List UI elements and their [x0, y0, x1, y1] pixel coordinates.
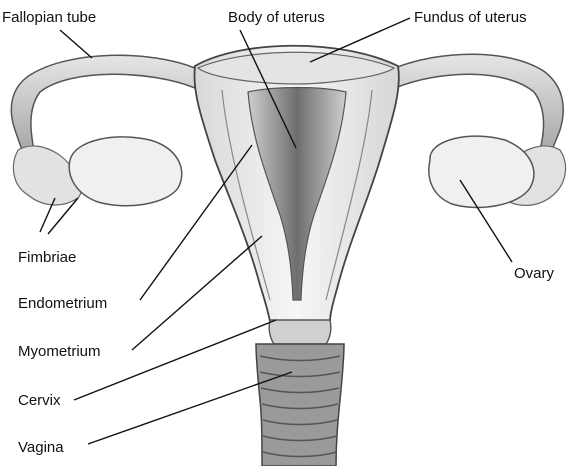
- label-cervix: Cervix: [18, 392, 61, 409]
- leader-fallopian-tube: [60, 30, 92, 58]
- label-endometrium: Endometrium: [18, 295, 107, 312]
- left-fallopian-tube: [11, 55, 195, 150]
- label-ovary: Ovary: [514, 265, 555, 282]
- label-fundus-of-uterus: Fundus of uterus: [414, 9, 527, 26]
- left-ovary: [69, 137, 182, 206]
- label-fallopian-tube: Fallopian tube: [2, 9, 96, 26]
- label-body-of-uterus: Body of uterus: [228, 9, 325, 26]
- cervix: [269, 320, 331, 344]
- label-fimbriae: Fimbriae: [18, 249, 76, 266]
- right-ovary: [429, 136, 534, 207]
- label-myometrium: Myometrium: [18, 343, 101, 360]
- label-vagina: Vagina: [18, 439, 64, 456]
